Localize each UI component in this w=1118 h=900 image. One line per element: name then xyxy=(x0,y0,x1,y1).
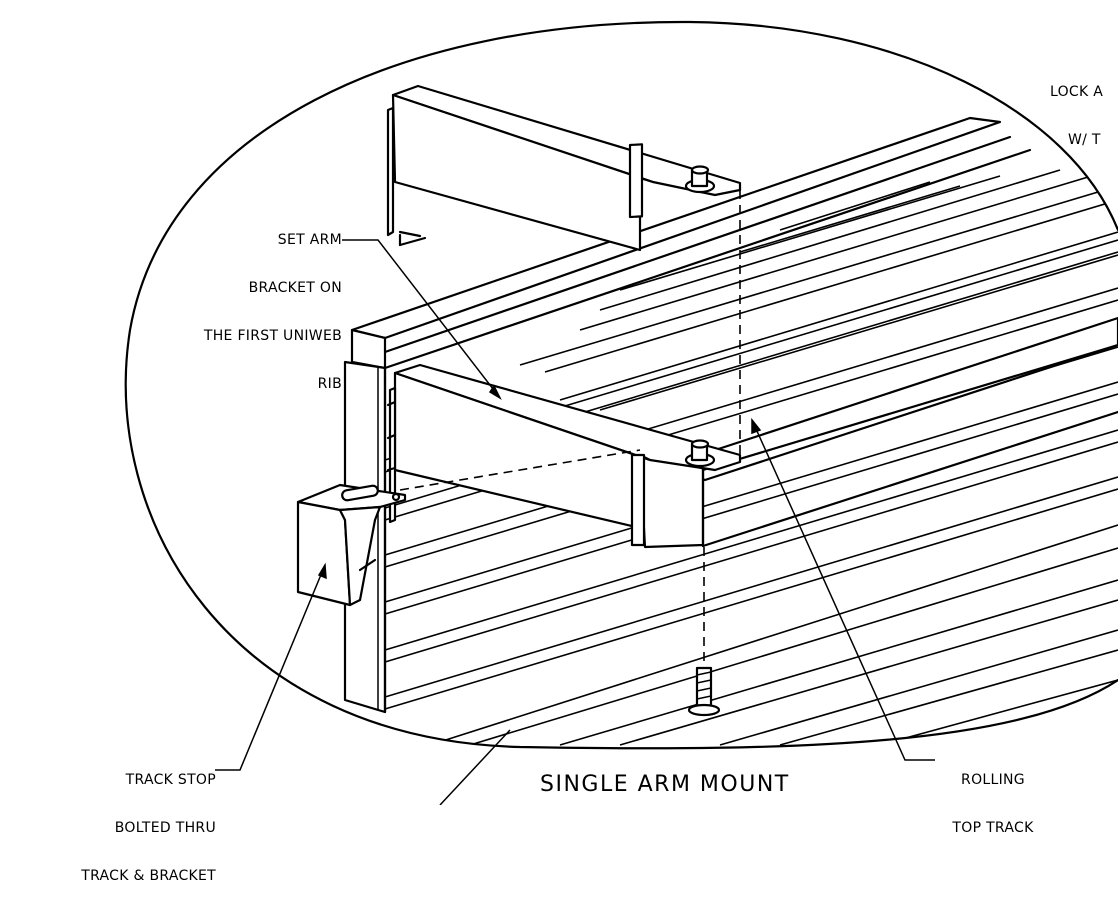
label-lock: LOCK A W/ T xyxy=(1050,52,1118,164)
drawing-title: SINGLE ARM MOUNT xyxy=(540,772,790,797)
arm-bracket-installed xyxy=(386,363,742,547)
leader-ellipse xyxy=(439,729,511,805)
detail-ellipse xyxy=(124,20,1118,750)
label-rolling-line1: ROLLING xyxy=(961,772,1025,788)
arm-bracket-exploded xyxy=(386,84,742,252)
label-set-arm-line3: THE FIRST UNIWEB xyxy=(203,328,342,344)
label-lock-line1: LOCK A xyxy=(1050,84,1104,100)
track-stop xyxy=(296,483,407,607)
label-track-stop: TRACK STOP BOLTED THRU TRACK & BRACKET xyxy=(40,740,216,900)
alignment-dash-track xyxy=(399,449,641,491)
rolling-top-track xyxy=(638,316,1118,549)
bolt xyxy=(687,666,721,717)
leader-set-arm xyxy=(342,239,501,399)
label-track-stop-line1: TRACK STOP xyxy=(125,772,216,788)
leader-rolling xyxy=(751,419,935,761)
leader-lines xyxy=(215,239,935,805)
label-set-arm-line2: BRACKET ON xyxy=(248,280,342,296)
label-set-arm-line1: SET ARM xyxy=(277,232,342,248)
label-set-arm-line4: RIB xyxy=(317,376,342,392)
label-track-stop-line3: TRACK & BRACKET xyxy=(81,868,216,884)
label-set-arm: SET ARM BRACKET ON THE FIRST UNIWEB RIB xyxy=(160,200,342,408)
leader-track-stop xyxy=(215,564,326,771)
top-rail xyxy=(350,116,1032,370)
assembly-drawing xyxy=(124,20,1118,805)
label-lock-line2: W/ T xyxy=(1068,132,1101,148)
label-rolling: ROLLING TOP TRACK xyxy=(938,740,1048,852)
label-track-stop-line2: BOLTED THRU xyxy=(114,820,216,836)
label-rolling-line2: TOP TRACK xyxy=(952,820,1034,836)
